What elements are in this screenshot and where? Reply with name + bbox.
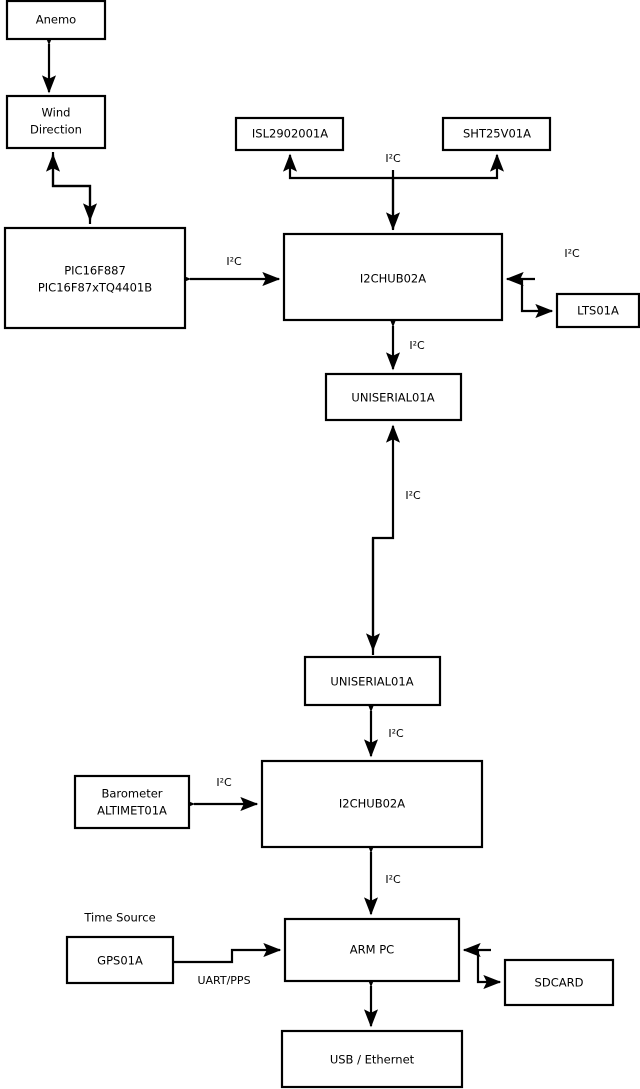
node-i2chub02a-top-rect[interactable] (282, 232, 504, 322)
edge-label-i2c-hub-lts: I²C (564, 247, 580, 260)
edge-label-i2c-uniserial-link: I²C (405, 489, 421, 502)
edge-line-pic-wind-up (45, 153, 92, 224)
edge-armpc-sdcard (462, 942, 502, 990)
edge-line-gps-armpc (173, 942, 282, 964)
edge-line-hub-sht (393, 153, 505, 180)
node-arm-pc-label: ARM PC (350, 943, 394, 957)
node-gps01a-rect[interactable] (65, 935, 175, 985)
edge-hub-top-lts (505, 271, 554, 319)
node-anemo-label: Anemo (36, 13, 76, 27)
node-sdcard-rect[interactable] (503, 958, 615, 1007)
node-barometer-rect[interactable] (73, 774, 191, 830)
node-gps01a-label: GPS01A (97, 954, 143, 968)
edge-gps-armpc (173, 942, 282, 964)
node-gps01a[interactable]: GPS01A (65, 935, 175, 985)
node-isl2902001a-label: ISL2902001A (252, 127, 328, 141)
node-usb-ethernet[interactable]: USB / Ethernet (280, 1029, 464, 1089)
edge-pic-wind (45, 152, 98, 224)
node-i2chub02a-bottom-rect[interactable] (260, 759, 484, 849)
node-pic-mcu-label-line1: PIC16F887 (64, 264, 126, 278)
node-uniserial01a-bottom[interactable]: UNISERIAL01A (303, 655, 442, 707)
edge-line-armpc-sdcard-down (476, 948, 502, 990)
edge-line-hub-isl (282, 153, 395, 230)
node-barometer-label-line1: Barometer (101, 787, 162, 801)
node-anemo-rect[interactable] (5, 0, 107, 41)
node-wind-direction-label-line2: Direction (30, 123, 82, 137)
edge-label-i2c-top-sensors: I²C (385, 152, 401, 165)
node-lts01a[interactable]: LTS01A (555, 292, 640, 329)
node-i2chub02a-top[interactable]: I2CHUB02A (282, 232, 504, 322)
node-arm-pc-rect[interactable] (283, 917, 461, 983)
node-uniserial01a-top-label: UNISERIAL01A (351, 391, 434, 405)
node-uniserial01a-top-rect[interactable] (324, 372, 463, 422)
node-wind-direction-label-line1: Wind (42, 106, 71, 120)
node-uniserial01a-bottom-label: UNISERIAL01A (330, 675, 413, 689)
node-sht25v01a[interactable]: SHT25V01A (441, 116, 552, 152)
node-wind-direction-rect[interactable] (5, 94, 107, 150)
node-sht25v01a-label: SHT25V01A (463, 127, 531, 141)
node-i2chub02a-bottom-label: I2CHUB02A (339, 797, 405, 811)
node-lts01a-rect[interactable] (555, 292, 640, 329)
edge-label-i2c-uniserial-hub2: I²C (388, 727, 404, 740)
node-sht25v01a-rect[interactable] (441, 116, 552, 152)
node-pic-mcu-rect[interactable] (3, 226, 187, 330)
edge-line-uniserial-up (371, 424, 401, 655)
node-wind-direction[interactable]: Wind Direction (5, 94, 107, 150)
node-lts01a-label: LTS01A (577, 304, 619, 318)
edge-label-i2c-barometer-hub2: I²C (216, 776, 232, 789)
node-barometer[interactable]: Barometer ALTIMET01A (73, 774, 191, 830)
edge-hub-top-sensors (282, 153, 505, 231)
node-uniserial01a-top[interactable]: UNISERIAL01A (324, 372, 463, 422)
edge-label-i2c-hub-uniserial: I²C (409, 339, 425, 352)
node-pic-mcu-label-line2: PIC16F87xTQ4401B (38, 281, 152, 295)
node-usb-ethernet-rect[interactable] (280, 1029, 464, 1089)
node-arm-pc[interactable]: ARM PC (283, 917, 461, 983)
node-anemo[interactable]: Anemo (5, 0, 107, 41)
edge-line-wind-pic-down (51, 152, 98, 222)
node-i2chub02a-bottom[interactable]: I2CHUB02A (260, 759, 484, 849)
edge-label-uart-pps: UART/PPS (197, 974, 250, 987)
edge-uniserial-link (365, 424, 401, 655)
node-pic-mcu[interactable]: PIC16F887 PIC16F87xTQ4401B (3, 226, 187, 330)
edge-label-i2c-pic-hub: I²C (226, 255, 242, 268)
label-time-source: Time Source (83, 911, 155, 925)
edge-label-i2c-hub2-armpc: I²C (385, 873, 401, 886)
node-sdcard-label: SDCARD (535, 976, 584, 990)
node-isl2902001a[interactable]: ISL2902001A (234, 116, 345, 152)
node-usb-ethernet-label: USB / Ethernet (330, 1053, 415, 1067)
node-uniserial01a-bottom-rect[interactable] (303, 655, 442, 707)
node-isl2902001a-rect[interactable] (234, 116, 345, 152)
node-sdcard[interactable]: SDCARD (503, 958, 615, 1007)
node-barometer-label-line2: ALTIMET01A (97, 804, 167, 818)
edge-line-hub-lts-down (520, 277, 554, 319)
node-i2chub02a-top-label: I2CHUB02A (360, 272, 426, 286)
